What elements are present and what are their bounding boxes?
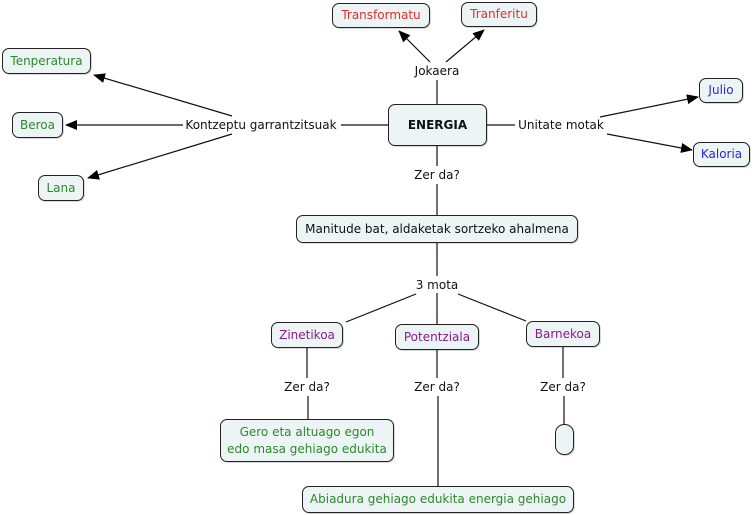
- node-lana-text: Lana: [46, 180, 76, 195]
- link-label-zer-da-zinetikoa: Zer da?: [282, 380, 332, 394]
- node-gero-eta-altuago[interactable]: Gero eta altuago egon edo masa gehiago e…: [220, 419, 394, 462]
- link-label-kontzeptu-garrantzitsuak: Kontzeptu garrantzitsuak: [183, 118, 339, 132]
- arrow-unitate-kaloria: [606, 133, 693, 153]
- node-zinetikoa[interactable]: Zinetikoa: [271, 322, 343, 348]
- node-lana[interactable]: Lana: [38, 175, 84, 201]
- node-tenperatura[interactable]: Tenperatura: [2, 48, 91, 74]
- node-energia[interactable]: ENERGIA: [388, 104, 487, 146]
- link-label-zer-da-potentziala: Zer da?: [412, 380, 462, 394]
- line-mota-barnekoa: [457, 293, 527, 322]
- node-transformatu-text: Transformatu: [341, 8, 421, 22]
- node-beroa[interactable]: Beroa: [12, 112, 63, 138]
- link-label-unitate-motak: Unitate motak: [516, 118, 606, 132]
- node-julio-text: Julio: [708, 83, 734, 97]
- link-label-zer-da-barnekoa: Zer da?: [538, 380, 588, 394]
- link-label-jokaera: Jokaera: [412, 64, 462, 78]
- node-gero-line1: Gero eta altuago egon: [239, 424, 375, 439]
- node-empty[interactable]: [555, 424, 574, 455]
- arrow-unitate-julio: [599, 94, 699, 118]
- node-tenperatura-text: Tenperatura: [10, 53, 83, 68]
- node-abiadura-text: Abiadura gehiago edukita energia gehiago: [309, 492, 567, 506]
- link-label-3-mota: 3 mota: [413, 278, 461, 292]
- node-barnekoa-text: Barnekoa: [534, 326, 592, 341]
- node-energia-text: ENERGIA: [407, 117, 468, 132]
- node-julio[interactable]: Julio: [699, 78, 743, 103]
- link-label-zer-da-main: Zer da?: [412, 168, 462, 182]
- node-kaloria-text: Kaloria: [700, 147, 743, 161]
- node-gero-line2: edo masa gehiago edukita: [227, 441, 387, 456]
- node-manitude[interactable]: Manitude bat, aldaketak sortzeko ahalmen…: [296, 215, 578, 243]
- node-tranferitu-text: Tranferitu: [470, 7, 528, 21]
- arrow-jokaera-transformatu: [398, 30, 431, 63]
- line-mota-zinetikoa: [345, 293, 417, 323]
- node-tranferitu[interactable]: Tranferitu: [461, 2, 537, 27]
- arrow-jokaera-tranferitu: [445, 29, 485, 63]
- node-potentziala-text: Potentziala: [403, 329, 471, 344]
- node-barnekoa[interactable]: Barnekoa: [526, 321, 600, 347]
- arrow-kontzeptu-tenperatura: [93, 73, 233, 117]
- node-kaloria[interactable]: Kaloria: [693, 142, 750, 167]
- node-potentziala[interactable]: Potentziala: [395, 324, 479, 350]
- node-manitude-text: Manitude bat, aldaketak sortzeko ahalmen…: [305, 221, 569, 236]
- node-transformatu[interactable]: Transformatu: [332, 3, 430, 28]
- node-zinetikoa-text: Zinetikoa: [279, 327, 335, 342]
- arrow-kontzeptu-lana: [87, 133, 233, 180]
- node-beroa-text: Beroa: [20, 117, 55, 132]
- node-abiadura[interactable]: Abiadura gehiago edukita energia gehiago: [302, 486, 574, 513]
